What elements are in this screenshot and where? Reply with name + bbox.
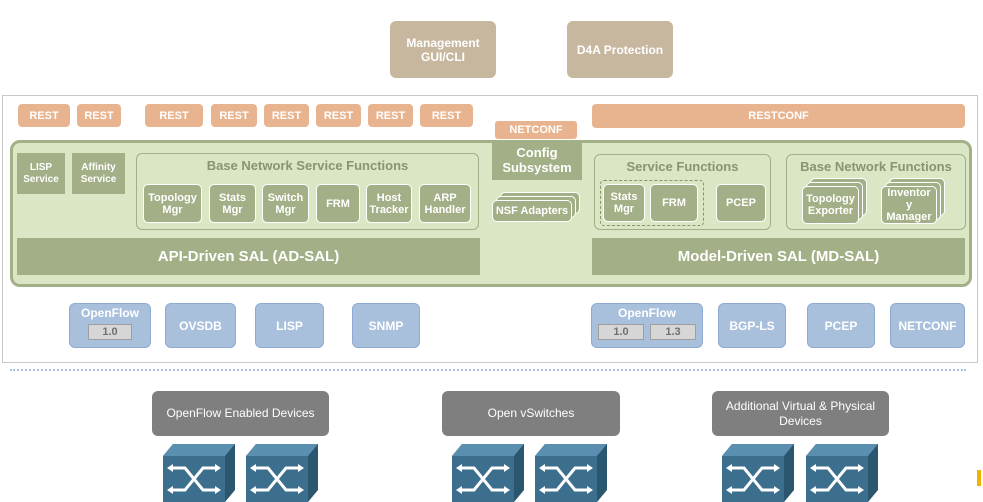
md-sal-bar: Model-Driven SAL (MD-SAL)	[592, 238, 965, 275]
md-stats-mgr-box: Stats Mgr	[603, 184, 645, 222]
arp-handler-box: ARP Handler	[419, 184, 471, 223]
stats-frm-dashed-group	[600, 180, 704, 226]
config-subsystem-box: Config Subsystem	[492, 140, 582, 180]
stats-mgr-box: Stats Mgr	[209, 184, 256, 223]
topology-mgr-box: Topology Mgr	[143, 184, 202, 223]
switch-icon	[244, 442, 320, 502]
open-vswitches-label: Open vSwitches	[442, 391, 620, 436]
network-separator-line	[10, 369, 966, 371]
rest-api-box-8: REST	[420, 104, 473, 127]
rest-api-box-7: REST	[368, 104, 413, 127]
inventory-manager-box: Inventor y Manager	[881, 186, 937, 224]
switch-icon	[161, 442, 237, 502]
service-functions-title: Service Functions	[626, 158, 739, 174]
netconf-plugin: NETCONF	[890, 303, 965, 348]
restconf-api-box: RESTCONF	[592, 104, 965, 128]
switch-icon	[720, 442, 796, 502]
rest-api-box-4: REST	[211, 104, 257, 127]
switch-icon	[804, 442, 880, 502]
d4a-protection-box: D4A Protection	[567, 21, 673, 78]
openflow-right-version-1-0: 1.0	[598, 324, 644, 340]
affinity-service-box: Affinity Service	[72, 153, 125, 194]
rest-api-box-6: REST	[316, 104, 361, 127]
bgp-ls-plugin: BGP-LS	[718, 303, 786, 348]
switch-icon	[450, 442, 526, 502]
pcep-plugin: PCEP	[807, 303, 875, 348]
edge-marker	[977, 470, 981, 486]
ad-sal-bar: API-Driven SAL (AD-SAL)	[17, 238, 480, 275]
rest-api-box-5: REST	[264, 104, 309, 127]
rest-api-box-3: REST	[145, 104, 203, 127]
base-network-service-functions-title: Base Network Service Functions	[206, 157, 409, 173]
switch-mgr-box: Switch Mgr	[262, 184, 309, 223]
nsf-adapters-box: NSF Adapters	[492, 200, 572, 222]
additional-devices-label: Additional Virtual & Physical Devices	[712, 391, 889, 436]
openflow-devices-label: OpenFlow Enabled Devices	[152, 391, 329, 436]
host-tracker-box: Host Tracker	[366, 184, 412, 223]
openflow-right-version-1-3: 1.3	[650, 324, 696, 340]
ovsdb-plugin: OVSDB	[165, 303, 236, 348]
openflow-plugin-left-label: OpenFlow	[81, 306, 139, 320]
rest-api-box-2: REST	[77, 104, 121, 127]
topology-exporter-box: Topology Exporter	[802, 186, 859, 224]
md-pcep-box: PCEP	[716, 184, 766, 222]
management-gui-cli-box: Management GUI/CLI	[390, 21, 496, 78]
netconf-northbound-tab: NETCONF	[495, 121, 577, 139]
openflow-plugin-right-label: OpenFlow	[618, 306, 676, 320]
lisp-plugin: LISP	[255, 303, 324, 348]
md-frm-box: FRM	[650, 184, 698, 222]
switch-icon	[533, 442, 609, 502]
snmp-plugin: SNMP	[352, 303, 420, 348]
openflow-left-version-1-0: 1.0	[88, 324, 132, 340]
frm-box: FRM	[316, 184, 360, 223]
lisp-service-box: LISP Service	[17, 153, 65, 194]
rest-api-box-1: REST	[18, 104, 70, 127]
base-network-functions-title: Base Network Functions	[800, 158, 952, 174]
